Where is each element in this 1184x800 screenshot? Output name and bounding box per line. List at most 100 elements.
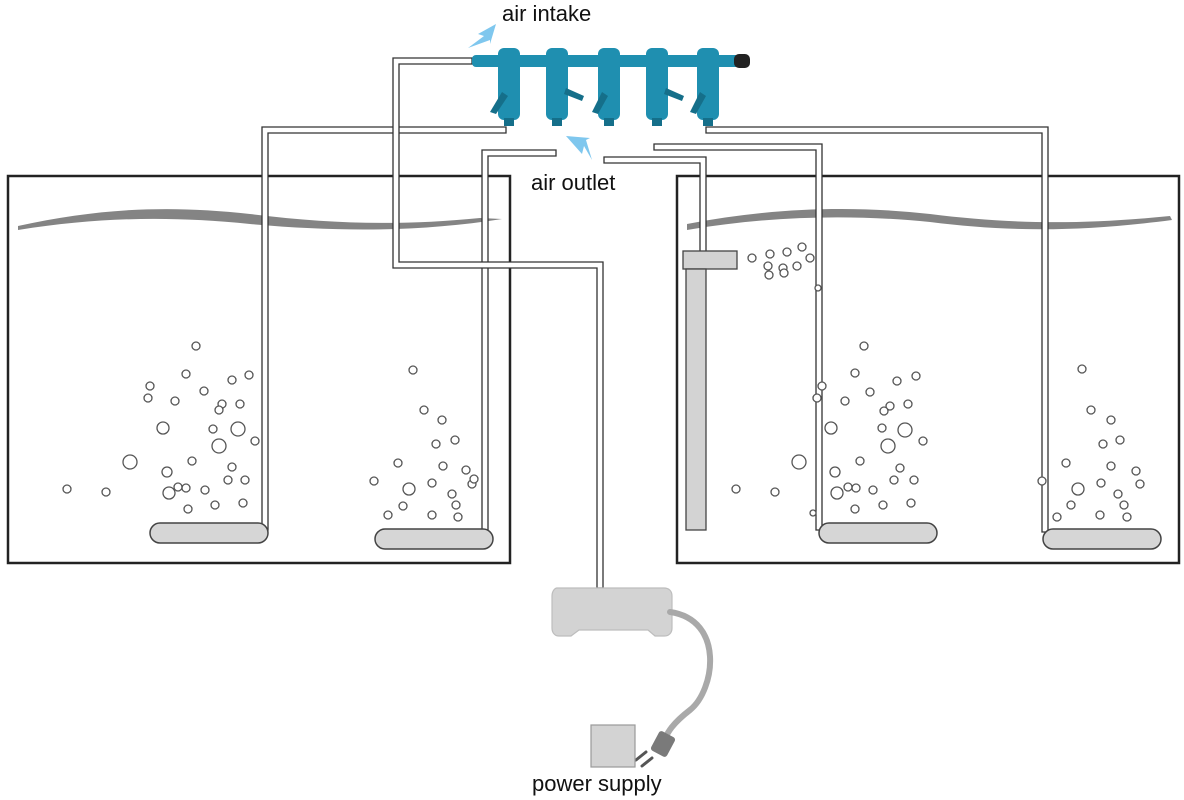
air-bubble bbox=[1095, 510, 1105, 520]
air-bubble bbox=[880, 438, 896, 454]
air-bubble bbox=[885, 401, 895, 411]
air-bubble bbox=[369, 476, 379, 486]
air-bubble bbox=[62, 484, 72, 494]
air-stone bbox=[818, 522, 938, 544]
air-bubble bbox=[191, 341, 201, 351]
air-bubble bbox=[850, 368, 860, 378]
air-bubble bbox=[865, 387, 875, 397]
air-bubble bbox=[1135, 479, 1145, 489]
air-bubble bbox=[250, 436, 260, 446]
air-bubble bbox=[1066, 500, 1076, 510]
air-bubble bbox=[779, 268, 789, 278]
air-stone bbox=[149, 522, 269, 544]
air-bubble bbox=[143, 393, 153, 403]
air-bubble bbox=[879, 406, 889, 416]
air-bubble bbox=[1106, 415, 1116, 425]
air-bubble bbox=[170, 396, 180, 406]
air-bubble bbox=[427, 510, 437, 520]
air-bubble bbox=[408, 365, 418, 375]
air-bubble bbox=[183, 504, 193, 514]
air-bubble bbox=[814, 284, 822, 292]
air-bubble bbox=[199, 386, 209, 396]
air-bubble bbox=[809, 509, 817, 517]
air-bubble bbox=[764, 270, 774, 280]
air-bubble bbox=[1106, 461, 1116, 471]
air-bubble bbox=[1122, 512, 1132, 522]
power-supply-label: power supply bbox=[532, 771, 662, 796]
air-bubble bbox=[830, 486, 844, 500]
air-bubble bbox=[897, 422, 913, 438]
air-bubble bbox=[402, 482, 416, 496]
aquarium-heater bbox=[682, 250, 738, 531]
air-bubble bbox=[398, 501, 408, 511]
air-bubble bbox=[214, 405, 224, 415]
air-bubble bbox=[855, 456, 865, 466]
air-bubble bbox=[210, 500, 220, 510]
left-tank bbox=[6, 174, 512, 565]
air-bubble bbox=[173, 482, 183, 492]
air-bubble bbox=[187, 456, 197, 466]
air-bubble bbox=[122, 454, 138, 470]
air-stone bbox=[374, 528, 494, 550]
air-bubble bbox=[812, 393, 822, 403]
air-intake-label: air intake bbox=[502, 1, 591, 26]
air-bubble bbox=[1098, 439, 1108, 449]
air-bubble bbox=[227, 462, 237, 472]
air-bubble bbox=[911, 371, 921, 381]
air-bubble bbox=[162, 486, 176, 500]
air-bubble bbox=[208, 424, 218, 434]
air-bubble bbox=[181, 369, 191, 379]
air-bubble bbox=[383, 510, 393, 520]
air-bubble bbox=[240, 475, 250, 485]
air-bubble bbox=[211, 438, 227, 454]
air-bubble bbox=[427, 478, 437, 488]
air-bubble bbox=[450, 435, 460, 445]
air-bubble bbox=[770, 487, 780, 497]
air-bubble bbox=[244, 370, 254, 380]
arrow-icon bbox=[468, 24, 496, 48]
power-cord bbox=[661, 609, 714, 743]
air-bubble bbox=[859, 341, 869, 351]
air-bubble bbox=[451, 500, 461, 510]
air-bubble bbox=[824, 421, 838, 435]
air-bubble bbox=[181, 483, 191, 493]
air-bubble bbox=[889, 475, 899, 485]
air-bubble bbox=[161, 466, 173, 478]
air-bubble bbox=[782, 247, 792, 257]
air-bubble bbox=[1037, 476, 1047, 486]
air-bubbles bbox=[62, 242, 1145, 522]
power-supply-box bbox=[590, 724, 636, 768]
right-water-surface bbox=[687, 208, 1172, 230]
air-bubble bbox=[903, 399, 913, 409]
air-bubble bbox=[765, 249, 775, 259]
air-bubble bbox=[791, 454, 807, 470]
air-bubble bbox=[829, 466, 841, 478]
air-bubble bbox=[763, 261, 773, 271]
air-bubble bbox=[438, 461, 448, 471]
air-pump bbox=[551, 587, 673, 637]
air-bubble bbox=[447, 489, 457, 499]
air-bubble bbox=[1113, 489, 1123, 499]
air-bubble bbox=[1119, 500, 1129, 510]
air-outlet-label: air outlet bbox=[531, 170, 615, 195]
air-bubble bbox=[731, 484, 741, 494]
air-bubble bbox=[101, 487, 111, 497]
air-stone bbox=[1042, 528, 1162, 550]
air-bubble bbox=[235, 399, 245, 409]
air-bubble bbox=[878, 500, 888, 510]
air-bubble bbox=[892, 376, 902, 386]
gang-valve-manifold bbox=[472, 48, 750, 126]
air-bubble bbox=[1086, 405, 1096, 415]
air-bubble bbox=[792, 261, 802, 271]
right-tank bbox=[675, 174, 1181, 565]
air-bubble bbox=[1052, 512, 1062, 522]
air-bubble bbox=[238, 498, 248, 508]
air-bubble bbox=[419, 405, 429, 415]
air-bubble bbox=[877, 423, 887, 433]
air-bubble bbox=[469, 474, 479, 484]
arrow-icon bbox=[566, 136, 592, 160]
air-bubble bbox=[1071, 482, 1085, 496]
air-bubble bbox=[223, 475, 233, 485]
air-bubble bbox=[230, 421, 246, 437]
air-bubble bbox=[805, 253, 815, 263]
